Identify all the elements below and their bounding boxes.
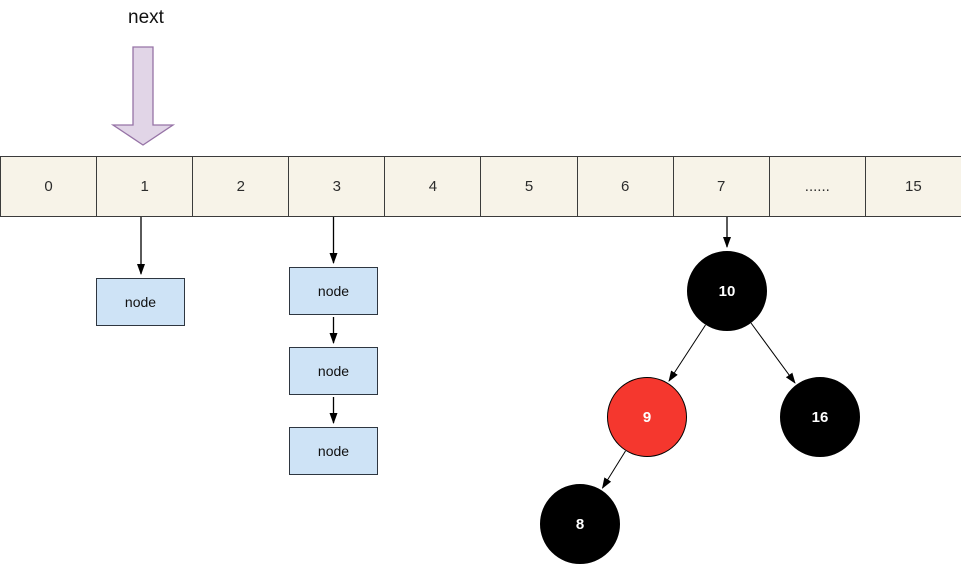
array-cell-15: 15 <box>865 157 961 216</box>
tree-node-9: 9 <box>607 377 687 457</box>
tree-node-16: 16 <box>780 377 860 457</box>
list-node-box-bucket1-0: node <box>96 278 185 326</box>
tree-node-10: 10 <box>687 251 767 331</box>
tree-node-8: 8 <box>540 484 620 564</box>
array-cell-5: 5 <box>481 157 578 216</box>
edge-9-to-8 <box>601 450 626 489</box>
array-cell-4: 4 <box>385 157 482 216</box>
array-cell-2: 2 <box>193 157 290 216</box>
list-node-box-bucket3-1: node <box>289 347 378 395</box>
bucket-array: 0 1 2 3 4 5 6 7 ...... 15 <box>0 156 961 217</box>
array-cell-0: 0 <box>1 157 98 216</box>
edge-10-to-16 <box>750 322 796 384</box>
list-node-box-bucket3-0: node <box>289 267 378 315</box>
array-cell-6: 6 <box>577 157 674 216</box>
next-block-arrow-icon <box>110 46 176 146</box>
array-cell-7: 7 <box>673 157 770 216</box>
array-cell-3: 3 <box>289 157 386 216</box>
array-cell-1: 1 <box>97 157 194 216</box>
next-pointer-label: next <box>128 7 164 28</box>
list-node-box-bucket3-2: node <box>289 427 378 475</box>
array-cell-ellipsis: ...... <box>769 157 866 216</box>
edge-10-to-9 <box>668 324 706 382</box>
